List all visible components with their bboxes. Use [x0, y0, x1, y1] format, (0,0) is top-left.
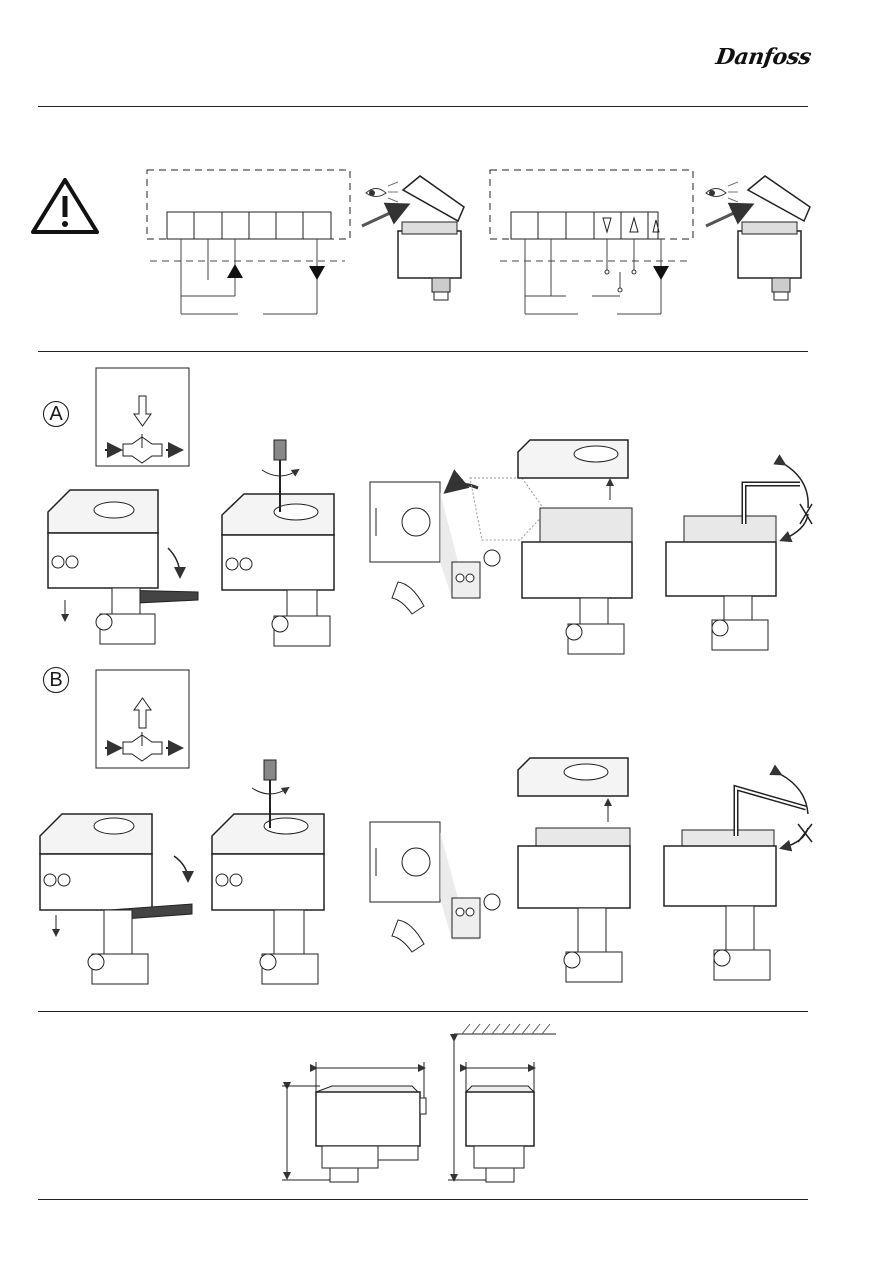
- warning-icon: [33, 180, 97, 232]
- actuator-a4: [666, 464, 812, 650]
- actuator-a1: [48, 490, 198, 644]
- actuator-cover-open-right: [738, 176, 810, 300]
- actuator-b2: [212, 760, 324, 984]
- dimension-side-view: [448, 1024, 556, 1182]
- zoom-detail-b: [370, 822, 500, 952]
- actuator-cover-open-left: [398, 176, 464, 300]
- zoom-detail-a: [370, 478, 546, 614]
- flow-box-a: [96, 368, 189, 466]
- actuator-b1: [40, 814, 192, 984]
- actuator-b3: [518, 758, 630, 982]
- eye-icon-2: [706, 182, 738, 202]
- eye-icon: [366, 182, 398, 202]
- terminal-block-right: [490, 170, 693, 314]
- actuator-a2: [222, 440, 334, 646]
- terminal-block-left: [147, 170, 350, 314]
- dimension-front-view: [282, 1062, 426, 1182]
- actuator-b4: [664, 774, 812, 980]
- actuator-a3: [518, 440, 632, 654]
- flow-box-b: [96, 670, 189, 768]
